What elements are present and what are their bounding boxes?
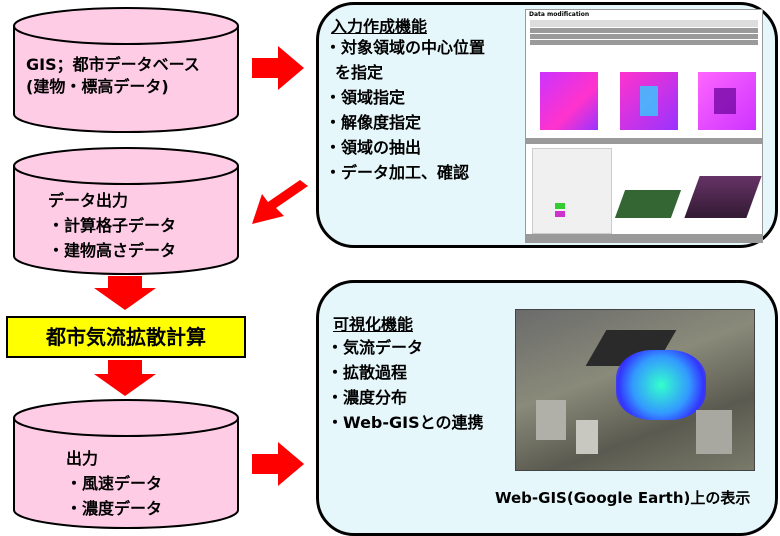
- screenshot-control-row: [530, 28, 758, 33]
- input-item: を指定: [335, 63, 384, 82]
- cylinder-gis-database: GIS；都市データベース (建物・標高データ): [12, 6, 240, 134]
- visual-item: ・Web-GISとの連携: [327, 413, 484, 432]
- cylinder-middle-line2: ・計算格子データ: [48, 216, 177, 235]
- screenshot-caption-bar: [526, 138, 762, 144]
- cylinder-shape: [13, 147, 239, 275]
- data-modification-screenshot: Data modification: [525, 9, 763, 243]
- building-3d-view: [684, 176, 762, 218]
- cylinder-shape: [13, 7, 239, 133]
- cylinder-top-line1: GIS；都市データベース: [26, 55, 200, 74]
- visual-panel-title: 可視化機能: [333, 315, 414, 334]
- cylinder-middle-line1: データ出力: [48, 191, 129, 210]
- input-panel-list: ・対象領域の中心位置 を指定 ・領域指定 ・解像度指定 ・領域の抽出 ・データ加…: [325, 35, 485, 185]
- input-item: ・データ加工、確認: [325, 163, 470, 182]
- visual-item: ・拡散過程: [327, 363, 408, 382]
- down-arrow-2: [94, 360, 156, 396]
- screenshot-control-row: [530, 40, 758, 45]
- cylinder-middle-line3: ・建物高さデータ: [48, 241, 177, 260]
- input-creation-panel: 入力作成機能 ・対象領域の中心位置 を指定 ・領域指定 ・解像度指定 ・領域の抽…: [316, 2, 778, 248]
- cylinder-bottom-line3: ・濃度データ: [66, 499, 163, 518]
- screenshot-settings: [532, 148, 612, 234]
- screenshot-control-row: [530, 34, 758, 39]
- cylinder-bottom-line2: ・風速データ: [66, 474, 163, 493]
- google-earth-caption: Web-GIS(Google Earth)上の表示: [495, 489, 751, 507]
- input-panel-title: 入力作成機能: [331, 17, 428, 36]
- dem-map-image: [540, 72, 598, 130]
- screenshot-bottom-bar: [526, 234, 762, 242]
- visual-panel-list: ・気流データ ・拡散過程 ・濃度分布 ・Web-GISとの連携: [327, 335, 483, 435]
- left-down-arrow: [252, 180, 308, 224]
- cylinder-data-output: データ出力 ・計算格子データ ・建物高さデータ: [12, 146, 240, 276]
- screenshot-title: Data modification: [529, 11, 590, 18]
- building-map-image: [698, 72, 756, 130]
- input-item: ・解像度指定: [325, 113, 422, 132]
- right-arrow-top: [252, 46, 304, 90]
- cylinder-shape: [13, 399, 239, 529]
- google-earth-aerial-image: [515, 309, 755, 471]
- dsm-map-image: [620, 72, 678, 130]
- visual-item: ・気流データ: [327, 338, 424, 357]
- right-arrow-bottom: [252, 442, 304, 486]
- urban-airflow-calculation-box: 都市気流拡散計算: [6, 316, 246, 358]
- input-item: ・対象領域の中心位置: [325, 38, 486, 57]
- down-arrow-1: [94, 276, 156, 310]
- input-item: ・領域の抽出: [325, 138, 422, 157]
- cylinder-output: 出力 ・風速データ ・濃度データ: [12, 398, 240, 530]
- cylinder-bottom-line1: 出力: [66, 449, 99, 468]
- cylinder-top-line2: (建物・標高データ): [26, 77, 169, 96]
- visual-item: ・濃度分布: [327, 388, 408, 407]
- screenshot-control-row: [530, 20, 758, 27]
- dem-3d-view: [614, 190, 682, 218]
- visualization-panel: 可視化機能 ・気流データ ・拡散過程 ・濃度分布 ・Web-GISとの連携 We…: [316, 280, 778, 536]
- input-item: ・領域指定: [325, 88, 406, 107]
